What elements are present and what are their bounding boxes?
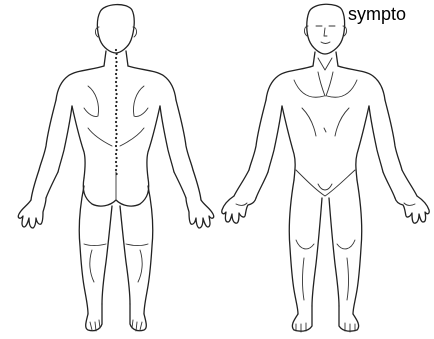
spine-markers <box>115 49 118 175</box>
spine-marker <box>115 129 117 131</box>
spine-marker <box>116 141 118 143</box>
spine-marker <box>116 77 118 79</box>
spine-marker <box>116 109 118 111</box>
spine-marker <box>115 73 117 75</box>
spine-marker <box>116 173 118 175</box>
spine-marker <box>115 81 117 83</box>
spine-marker <box>115 153 117 155</box>
spine-marker <box>115 97 117 99</box>
spine-marker <box>116 101 118 103</box>
spine-marker <box>115 137 117 139</box>
spine-marker <box>116 69 118 71</box>
body-front-icon <box>222 4 429 332</box>
spine-marker <box>115 49 117 51</box>
spine-marker <box>116 149 118 151</box>
spine-marker <box>116 157 118 159</box>
spine-marker <box>115 89 117 91</box>
spine-marker <box>115 105 117 107</box>
spine-marker <box>116 125 118 127</box>
spine-marker <box>116 117 118 119</box>
spine-marker <box>116 85 118 87</box>
spine-marker <box>115 145 117 147</box>
spine-marker <box>116 61 118 63</box>
spine-marker <box>116 133 118 135</box>
spine-marker <box>115 121 117 123</box>
spine-marker <box>115 113 117 115</box>
spine-marker <box>116 53 118 55</box>
spine-marker <box>115 57 117 59</box>
body-back-icon <box>18 5 213 331</box>
caption-text: sympto <box>348 3 406 25</box>
spine-marker <box>115 169 117 171</box>
spine-marker <box>116 93 118 95</box>
spine-marker <box>115 65 117 67</box>
spine-marker <box>116 165 118 167</box>
spine-marker <box>115 161 117 163</box>
